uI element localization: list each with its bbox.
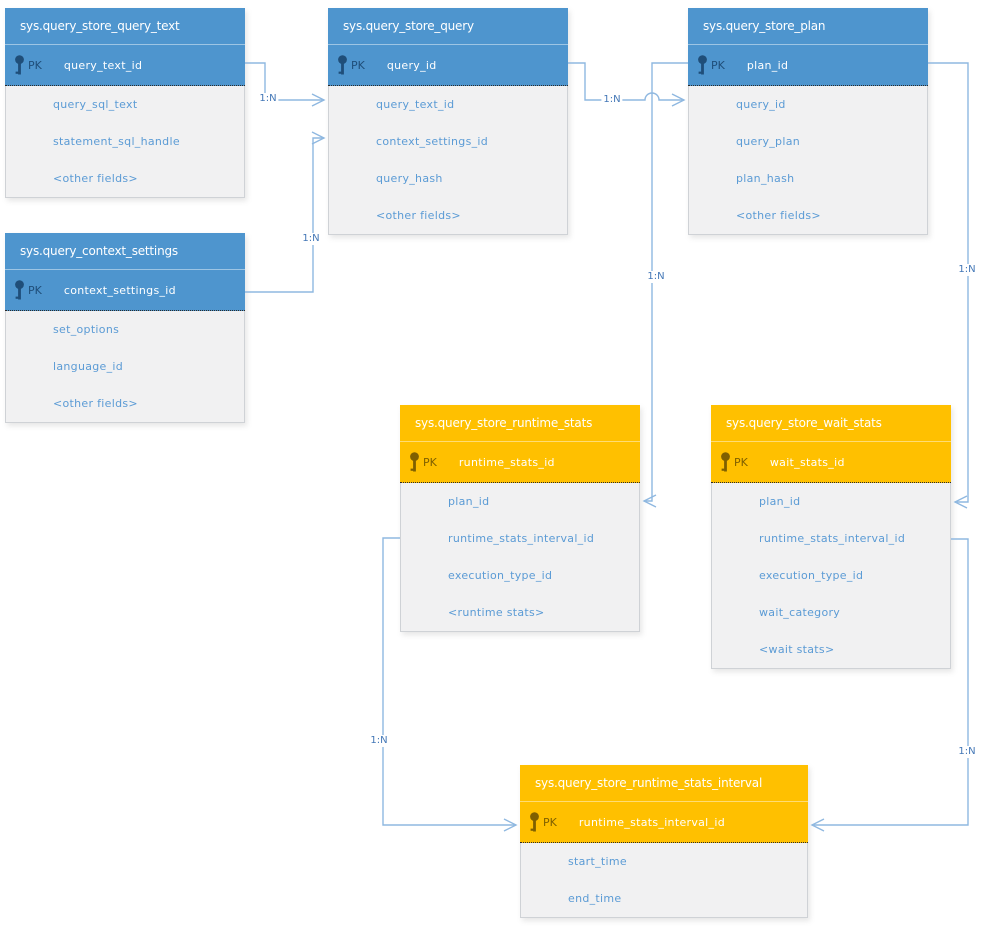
field-list: query_text_id context_settings_id query_… (328, 86, 568, 235)
field-row: execution_type_id (448, 569, 553, 582)
pk-badge: PK (734, 455, 748, 469)
entity-query-context-settings: sys.query_context_settings PK context_se… (5, 233, 245, 423)
entity-query-store-wait-stats: sys.query_store_wait_stats PK wait_stats… (711, 405, 951, 669)
table-title: sys.query_store_query_text (5, 8, 245, 44)
field-row: plan_id (759, 495, 801, 508)
field-row: wait_category (759, 606, 841, 619)
pk-field-name: wait_stats_id (769, 455, 845, 469)
field-row: start_time (568, 855, 627, 868)
pk-badge: PK (543, 815, 557, 829)
entity-query-store-runtime-stats: sys.query_store_runtime_stats PK runtime… (400, 405, 640, 632)
pk-field-name: query_text_id (63, 58, 143, 72)
pk-badge: PK (28, 58, 42, 72)
field-row: <other fields> (53, 172, 138, 185)
field-row: execution_type_id (759, 569, 864, 582)
table-title: sys.query_store_plan (688, 8, 928, 44)
pk-badge: PK (28, 283, 42, 297)
pk-row: PK plan_id (688, 44, 928, 86)
pk-badge: PK (711, 58, 725, 72)
cardinality-label: 1:N (601, 94, 623, 106)
field-row: language_id (53, 360, 124, 373)
table-title: sys.query_store_query (328, 8, 568, 44)
field-row: query_plan (736, 135, 801, 148)
entity-query-store-query-text: sys.query_store_query_text PK query_text… (5, 8, 245, 198)
field-row: context_settings_id (376, 135, 489, 148)
key-icon (719, 451, 732, 473)
entity-query-store-query: sys.query_store_query PK query_id query_… (328, 8, 568, 235)
pk-row: PK query_text_id (5, 44, 245, 86)
key-icon (696, 54, 709, 76)
pk-field-name: runtime_stats_interval_id (578, 815, 725, 829)
pk-badge: PK (351, 58, 365, 72)
pk-field-name: runtime_stats_id (458, 455, 555, 469)
field-list: query_id query_plan plan_hash <other fie… (688, 86, 928, 235)
field-list: query_sql_text statement_sql_handle <oth… (5, 86, 245, 198)
connector-contextsettings-to-query (245, 131, 326, 293)
table-title: sys.query_store_runtime_stats_interval (520, 765, 808, 801)
field-row: query_text_id (376, 98, 455, 111)
field-list: start_time end_time (520, 843, 808, 918)
key-icon (528, 811, 541, 833)
field-row: end_time (568, 892, 622, 905)
field-list: plan_id runtime_stats_interval_id execut… (400, 483, 640, 632)
field-row: plan_hash (736, 172, 795, 185)
pk-row: PK query_id (328, 44, 568, 86)
pk-field-name: context_settings_id (63, 283, 176, 297)
field-row: runtime_stats_interval_id (448, 532, 595, 545)
table-title: sys.query_store_wait_stats (711, 405, 951, 441)
key-icon (13, 54, 26, 76)
pk-row: PK context_settings_id (5, 269, 245, 311)
cardinality-label: 1:N (645, 271, 667, 283)
field-row: <wait stats> (759, 643, 835, 656)
pk-row: PK runtime_stats_interval_id (520, 801, 808, 843)
key-icon (408, 451, 421, 473)
entity-query-store-runtime-stats-interval: sys.query_store_runtime_stats_interval P… (520, 765, 808, 918)
cardinality-label: 1:N (956, 746, 978, 758)
pk-field-name: plan_id (746, 58, 789, 72)
field-row: set_options (53, 323, 120, 336)
field-list: set_options language_id <other fields> (5, 311, 245, 423)
table-title: sys.query_store_runtime_stats (400, 405, 640, 441)
key-icon (13, 279, 26, 301)
cardinality-label: 1:N (300, 233, 322, 245)
field-row: <other fields> (53, 397, 138, 410)
field-row: query_id (736, 98, 786, 111)
pk-badge: PK (423, 455, 437, 469)
connector-query-to-plan (568, 62, 686, 107)
field-row: runtime_stats_interval_id (759, 532, 906, 545)
cardinality-label: 1:N (368, 735, 390, 747)
key-icon (336, 54, 349, 76)
field-row: query_sql_text (53, 98, 138, 111)
field-row: <other fields> (376, 209, 461, 222)
table-title: sys.query_context_settings (5, 233, 245, 269)
field-row: plan_id (448, 495, 490, 508)
field-row: query_hash (376, 172, 443, 185)
field-row: <other fields> (736, 209, 821, 222)
entity-query-store-plan: sys.query_store_plan PK plan_id query_id… (688, 8, 928, 235)
field-row: <runtime stats> (448, 606, 545, 619)
cardinality-label: 1:N (257, 93, 279, 105)
pk-row: PK runtime_stats_id (400, 441, 640, 483)
cardinality-label: 1:N (956, 264, 978, 276)
field-row: statement_sql_handle (53, 135, 180, 148)
pk-row: PK wait_stats_id (711, 441, 951, 483)
field-list: plan_id runtime_stats_interval_id execut… (711, 483, 951, 669)
pk-field-name: query_id (386, 58, 437, 72)
